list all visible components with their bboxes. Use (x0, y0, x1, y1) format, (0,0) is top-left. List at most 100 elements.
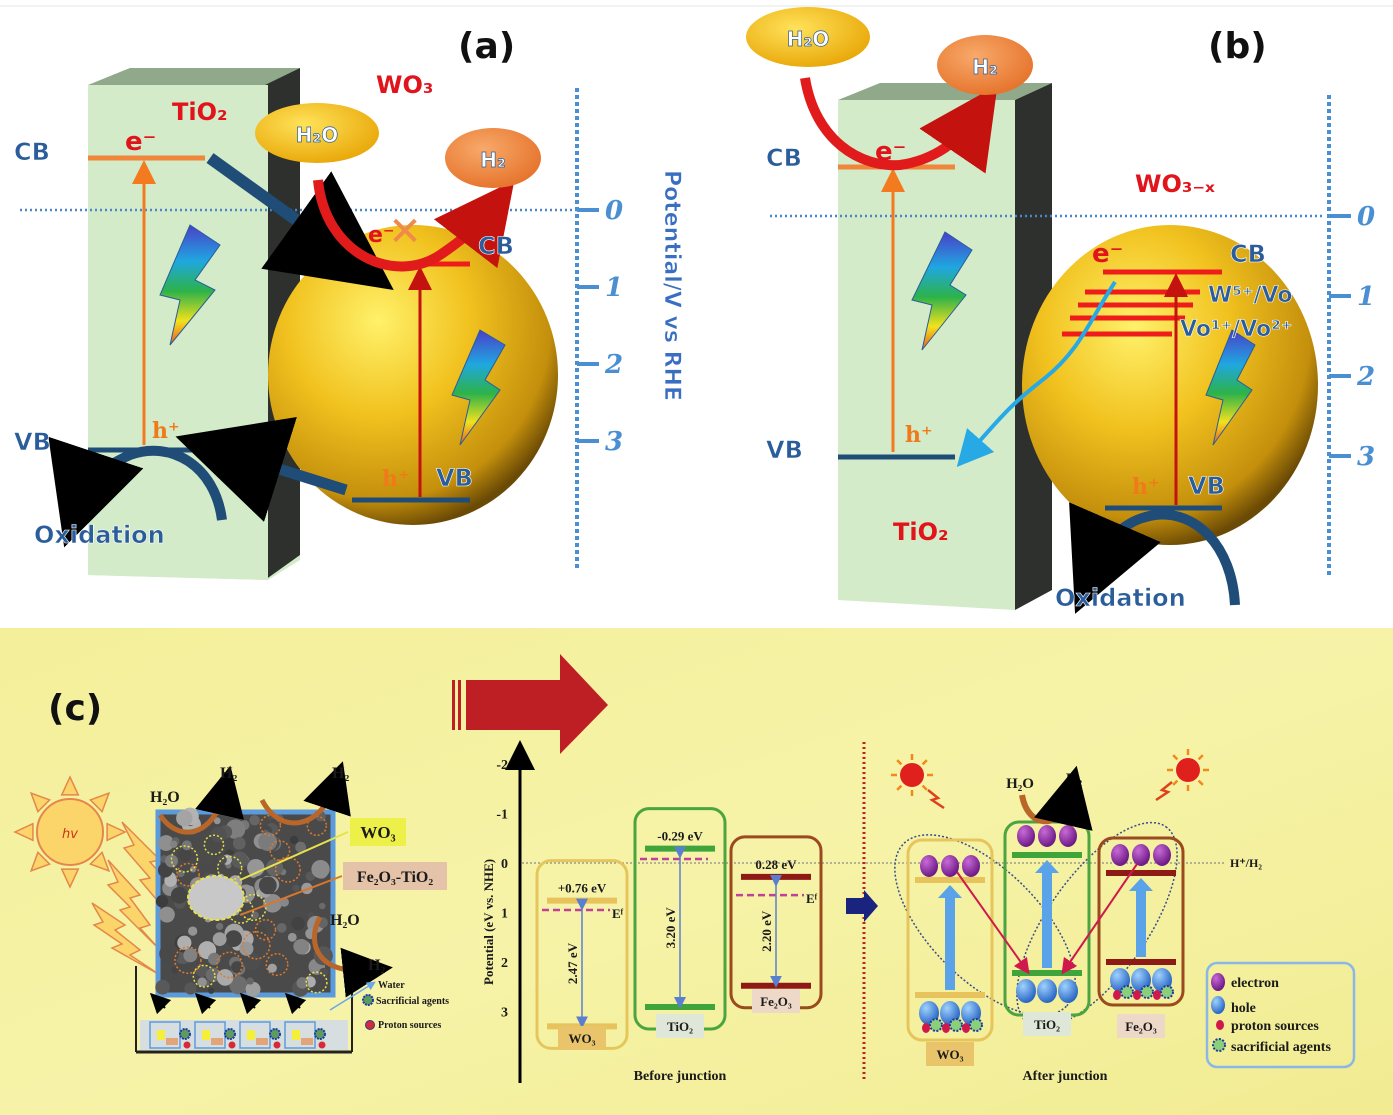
water-reduction-arrow (313, 179, 515, 272)
fe2o3-tio2-particle (256, 1038, 268, 1045)
transition-arrow-icon (846, 890, 878, 922)
proton-source (273, 1041, 281, 1049)
wo3-particle-highlight (187, 875, 245, 921)
sem-grain (181, 840, 192, 851)
particle-highlight (216, 951, 243, 979)
sun-ray (896, 784, 903, 791)
excitation-arrowhead (1129, 878, 1153, 891)
water-reduction-arrow (800, 77, 998, 174)
particle-highlight (216, 855, 243, 882)
sem-grain (231, 851, 249, 869)
hole-label: h⁺ (152, 418, 180, 444)
proton-source (1113, 990, 1121, 1000)
electron (1059, 825, 1077, 847)
sem-grain (155, 979, 170, 995)
z-scheme-transfer-arrow (956, 871, 1030, 975)
h2-evolution-arrow (1019, 765, 1093, 831)
hole-legend-icon (1211, 996, 1225, 1014)
sem-grain (183, 948, 198, 963)
axis-tick-label: 0 (605, 196, 623, 226)
sem-grain (205, 967, 221, 983)
sun-ray (60, 868, 80, 889)
sun-ray (1172, 754, 1179, 761)
sun-hv-label: hv (62, 827, 78, 842)
panel-c: (c) hv (0, 628, 1393, 1115)
cb-value-label: -0.29 eV (657, 829, 703, 844)
fe2o3-tio2-tag: Fe₂O₃-TiO₂ (357, 869, 434, 886)
electron-legend-icon (1211, 973, 1225, 991)
h2-label: H₂ (1066, 771, 1083, 787)
wo3-particle (292, 1030, 300, 1040)
wo3-label: WO₃ (376, 71, 433, 99)
light-bolt-icon (451, 329, 506, 446)
upward-arrow (149, 992, 172, 1015)
proton-source (228, 1041, 236, 1049)
hole (1016, 979, 1036, 1003)
y-tick-label: 1 (501, 907, 508, 922)
proton-legend-icon (1216, 1020, 1224, 1030)
blocked-x-icon: ✕ (388, 209, 422, 255)
sacrificial-agent (314, 1028, 326, 1040)
oxidation-arrow (1069, 502, 1240, 614)
fe2o3-tio2-particle (301, 1038, 313, 1045)
sun-ray (921, 784, 928, 791)
after-junction-caption: After junction (1023, 1069, 1108, 1084)
band-gap-label: 2.20 eV (759, 910, 774, 952)
big-red-arrow-icon (452, 654, 608, 754)
h2o-bubble-label: H₂O (296, 123, 339, 147)
sem-grain (232, 837, 246, 850)
sacrificial-agent-icon (362, 994, 374, 1006)
h2-bubble (937, 35, 1033, 95)
legend-sacrificial: Sacrificial agents (376, 996, 449, 1007)
hole (1131, 968, 1151, 992)
sem-grain (311, 859, 330, 879)
legend-proton: Proton sources (378, 1020, 441, 1031)
sem-grain (197, 977, 207, 987)
tio2-block-top (88, 68, 300, 85)
sem-grain (276, 922, 287, 933)
sem-grain (239, 941, 254, 956)
hole-label: h⁺ (1132, 474, 1160, 500)
h-ref-label: H⁺/H₂ (1230, 856, 1262, 870)
material-tag-box (1023, 1012, 1071, 1036)
sem-grain (158, 835, 175, 851)
sem-grain (210, 826, 227, 843)
sacrificial-agent (969, 1018, 983, 1032)
sem-grain (246, 977, 254, 985)
catalyst-unit (239, 1021, 271, 1049)
axis-tick-label: 1 (1357, 282, 1375, 312)
sem-scheme: hv WO₃ Fe₂O₃-TiO₂ (13, 761, 449, 1054)
panel-c-letter: (c) (48, 688, 102, 729)
panel-a-letter: (a) (458, 26, 515, 67)
cb-label: CB (478, 232, 514, 260)
electron-recombination-path (956, 280, 1117, 467)
electron-transfer-arrow (206, 153, 394, 291)
h2o-bubble-label: H₂O (787, 27, 830, 51)
particle-highlight (274, 856, 301, 883)
sem-grain (158, 906, 175, 923)
wo3-pointer (239, 831, 349, 881)
sun-ray (13, 822, 34, 842)
axis-tick-label: 2 (604, 350, 623, 380)
particle-highlight (269, 840, 291, 862)
fe2o3-tio2-particle (211, 1038, 223, 1045)
sem-grain (293, 938, 310, 955)
cb-label: CB (14, 138, 50, 166)
vb-label: VB (14, 428, 51, 456)
y-tick-label: 3 (501, 1006, 508, 1021)
sem-grain (242, 952, 261, 971)
h2-label: H₂ (332, 765, 349, 782)
fe2o3-tio2-pointer (239, 875, 343, 916)
sem-grain (176, 810, 193, 827)
electron (1153, 844, 1171, 866)
panel-a: ✕ H₂O H₂ (a) TiO₂ WO₃ CB VB CB VB e⁻ e⁻ … (14, 26, 684, 580)
upward-arrow (194, 992, 217, 1015)
charge-path-ellipse (1016, 821, 1178, 1029)
sun-ray (921, 759, 928, 766)
material-tag: Fe₂O₃ (1125, 1019, 1157, 1034)
hole (1037, 979, 1057, 1003)
sacrificial-agent (1160, 985, 1174, 999)
material-tag: TiO₂ (1034, 1017, 1060, 1032)
